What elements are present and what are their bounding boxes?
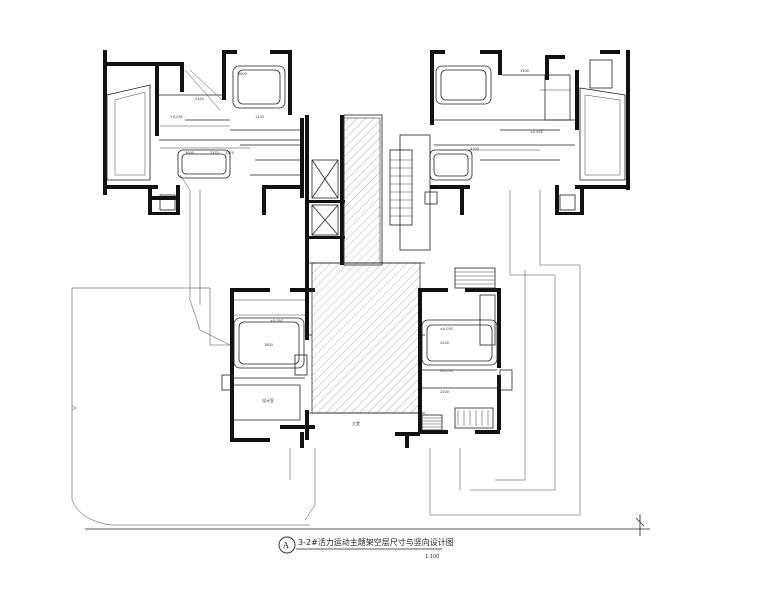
dim-1100: 1100 xyxy=(255,115,264,119)
datum-line xyxy=(85,514,650,536)
dim-2370: 2370 xyxy=(210,151,219,155)
section-marker-letter: A xyxy=(282,541,289,550)
entrance-walls xyxy=(290,425,420,448)
dim-1500: 1500 xyxy=(520,69,529,73)
dim-2200: 2200 xyxy=(440,341,449,345)
lower-left-room xyxy=(221,260,315,442)
dim-2400: 2400 xyxy=(195,97,204,101)
lobby-hatch xyxy=(309,117,425,414)
dim-3270: 3270 xyxy=(225,151,234,155)
label-elev-left-top: +0.05C xyxy=(170,115,184,119)
label-elev-right-lower: ±0.05C xyxy=(440,369,454,373)
section-marker-circle xyxy=(278,536,296,554)
label-elev-right-mid: ±0.05C xyxy=(440,327,454,331)
drawing-title: 3-2#活力运动主题架空层尺寸与竖向设计图 xyxy=(298,537,454,547)
left-unit xyxy=(103,50,304,215)
dim-3000: 3000 xyxy=(185,151,194,155)
title-block: A 3-2#活力运动主题架空层尺寸与竖向设计图 1:100 xyxy=(278,536,454,560)
plan-labels: 大堂 设计室 +0.05C ±0.05C ±0.05C ±0.05C ±0.05… xyxy=(170,69,544,426)
dim-1800: 1800 xyxy=(264,343,273,347)
right-unit xyxy=(424,50,630,215)
dim-2600: 2600 xyxy=(238,72,247,76)
label-lobby: 大堂 xyxy=(352,420,360,426)
label-elev-left-mid: ±0.05C xyxy=(270,319,284,323)
lower-right-room xyxy=(418,267,513,434)
label-elev-right-top: ±0.05C xyxy=(530,130,544,134)
dim-2100: 2100 xyxy=(440,390,449,394)
dim-4100: 4100 xyxy=(470,147,479,151)
drawing-scale: 1:100 xyxy=(425,554,439,560)
label-room-left-lower: 设计室 xyxy=(262,397,274,403)
